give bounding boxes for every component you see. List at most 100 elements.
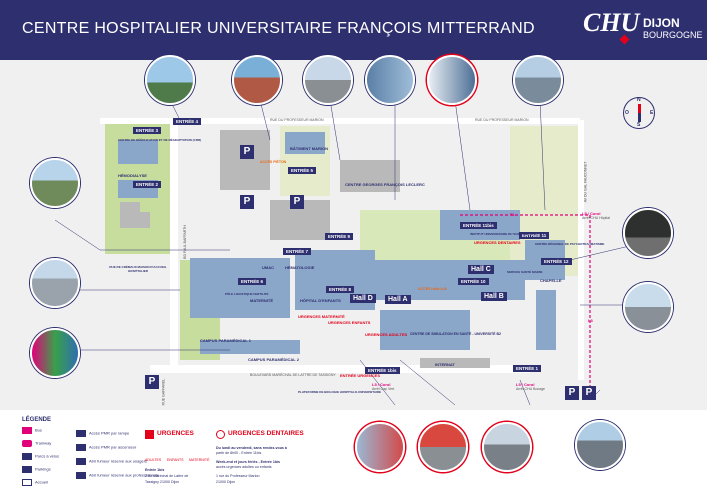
building-west-grey bbox=[120, 202, 150, 228]
legend-accueil: Accueil bbox=[22, 479, 48, 486]
compass: N S E O bbox=[623, 97, 655, 129]
parking-north[interactable]: P bbox=[240, 145, 254, 159]
photo-campus[interactable] bbox=[30, 328, 80, 378]
entrance-7[interactable]: ENTRÉE 7 bbox=[283, 248, 312, 255]
label-marion: BÂTIMENT MARION bbox=[290, 146, 328, 151]
page-title: CENTRE HOSPITALIER UNIVERSITAIRE FRANÇOI… bbox=[22, 20, 535, 37]
entrance-6[interactable]: ENTRÉE 6 bbox=[238, 278, 267, 285]
photo-entree-11bis[interactable] bbox=[427, 55, 477, 105]
hall-d[interactable]: Hall D bbox=[350, 294, 376, 303]
tram-stop[interactable]: T1 bbox=[510, 212, 515, 217]
label-hemodialyse: HÉMODIALYSE bbox=[118, 173, 147, 178]
urgences-maternite[interactable]: URGENCES MATERNITÉ bbox=[298, 314, 345, 319]
legend-bus: Bus bbox=[22, 427, 42, 434]
photo-entree-6[interactable] bbox=[30, 258, 80, 308]
legend-dent-l5: 1 rue du Professeur Marion bbox=[216, 474, 260, 478]
legend-title: LÉGENDE bbox=[22, 417, 52, 423]
road-label-baffarth: BD PAUL BAFFARTH bbox=[182, 225, 187, 259]
urgences-adultes[interactable]: URGENCES ADULTES bbox=[365, 332, 408, 337]
building-east-wing bbox=[536, 290, 556, 350]
legend-urg-addr3: Tassigny 21000 Dijon bbox=[145, 480, 180, 484]
bus-stop-3[interactable]: L5 / Corol bbox=[516, 382, 535, 387]
legend-pmr-ascenseur: Accès PMR par ascenseur bbox=[76, 444, 136, 451]
label-plateforme: PLATEFORME DE BIOLOGIE HOSPITALO-UNIVERS… bbox=[298, 390, 382, 394]
photo-entree-urgences[interactable] bbox=[355, 422, 405, 472]
legend-tram-label: Tramway bbox=[35, 440, 52, 446]
parking-south-west[interactable]: P bbox=[145, 375, 159, 389]
photo-entree-4[interactable] bbox=[145, 55, 195, 105]
label-hemato: HÉMATOLOGIE bbox=[285, 265, 315, 270]
building-internat bbox=[420, 358, 490, 368]
legend-pmr-rampe: Accès PMR par rampe bbox=[76, 430, 129, 437]
entrance-10[interactable]: ENTRÉE 10 bbox=[458, 278, 489, 285]
entrance-8[interactable]: ENTRÉE 8 bbox=[326, 286, 355, 293]
entrance-3[interactable]: ENTRÉE 3 bbox=[133, 127, 162, 134]
entrance-1bis[interactable]: ENTRÉE 1bis bbox=[365, 367, 400, 374]
legend-dentaires-title: URGENCES DENTAIRES bbox=[228, 430, 304, 437]
legend-bike: Parcs à vélos bbox=[22, 453, 59, 460]
bus-icon bbox=[22, 427, 32, 434]
building-parking-north bbox=[220, 130, 270, 190]
legend-urgences-title: URGENCES bbox=[157, 430, 194, 437]
photo-entree-2[interactable] bbox=[30, 158, 80, 208]
photo-entree-10[interactable] bbox=[623, 282, 673, 332]
legend-dent-l2: partir de 8h00 - Entrée 11bis bbox=[216, 451, 262, 455]
label-crr: CENTRE DE RÉÉDUCATION ET DE RÉADAPTATION… bbox=[118, 138, 202, 142]
road-label-marion-1: RUE DU PROFESSEUR MARION bbox=[270, 118, 324, 122]
bus-stop-2-sub: Arrêt Cap Vert bbox=[372, 387, 395, 391]
urgences-dentaires-map[interactable]: URGENCES DENTAIRES bbox=[474, 240, 521, 245]
label-chapelle: CHAPELLE bbox=[540, 278, 562, 283]
legend-urg-addr1: Entrée 1bis bbox=[145, 468, 165, 472]
photo-leclerc[interactable] bbox=[303, 55, 353, 105]
legend-accueil-label: Accueil bbox=[35, 479, 48, 485]
building-leclerc bbox=[340, 160, 400, 192]
hall-c[interactable]: Hall C bbox=[468, 265, 494, 274]
chu-logo: CHU DIJON BOURGOGNE bbox=[583, 8, 703, 52]
legend-bike-label: Parcs à vélos bbox=[35, 453, 60, 459]
parking-north-2[interactable]: P bbox=[240, 195, 254, 209]
parking-east-1[interactable]: P bbox=[565, 386, 579, 400]
entrance-11[interactable]: ENTRÉE 11 bbox=[519, 232, 550, 239]
wheelchair-icon bbox=[76, 430, 86, 437]
photo-entree-11[interactable] bbox=[513, 55, 563, 105]
parking-east-2[interactable]: P bbox=[582, 386, 596, 400]
bus-stop-2[interactable]: L5 / Corol bbox=[372, 382, 391, 387]
campus-map[interactable]: RUE DU PROFESSEUR MARION RUE DU PROFESSE… bbox=[0, 60, 707, 410]
entrance-12[interactable]: ENTRÉE 12 bbox=[541, 258, 572, 265]
legend-pmr-ascenseur-label: Accès PMR par ascenseur bbox=[89, 444, 137, 450]
bus-stop-1[interactable]: L5 / Corol bbox=[582, 211, 601, 216]
compass-n: N bbox=[637, 97, 641, 103]
label-umac: UMAC bbox=[262, 265, 274, 270]
hall-b[interactable]: Hall B bbox=[481, 292, 507, 301]
home-icon bbox=[22, 479, 32, 486]
entrance-9[interactable]: ENTRÉE 9 bbox=[325, 233, 354, 240]
photo-boulevard[interactable] bbox=[482, 422, 532, 472]
road-label-marion-2: RUE DU PROFESSEUR MARION bbox=[475, 118, 529, 122]
entrance-4[interactable]: ENTRÉE 4 bbox=[173, 118, 202, 125]
parking-marion[interactable]: P bbox=[290, 195, 304, 209]
urgences-entree[interactable]: ENTRÉE URGENCES bbox=[340, 373, 381, 378]
road-label-boulevard: BOULEVARD MARÉCHAL DE LATTRE DE TASSIGNY bbox=[250, 373, 336, 377]
bus-stop-3-sub: Arrêt CHU Bocage bbox=[516, 387, 545, 391]
urgences-enfants[interactable]: URGENCES ENFANTS bbox=[328, 320, 371, 325]
entrance-2[interactable]: ENTRÉE 2 bbox=[133, 181, 162, 188]
photo-entree-1bis[interactable] bbox=[418, 422, 468, 472]
entrance-1[interactable]: ENTRÉE 1 bbox=[513, 365, 542, 372]
label-pole: PÔLE LOGISTIQUE FERTILITÉ bbox=[225, 292, 269, 296]
bus-stop-1-sub: Arrêt CHU Hôpital bbox=[582, 216, 611, 220]
hall-a[interactable]: Hall A bbox=[385, 295, 411, 304]
photo-entree-9[interactable] bbox=[365, 55, 415, 105]
photo-entree-5[interactable] bbox=[232, 55, 282, 105]
line-l3[interactable]: L3 bbox=[588, 318, 593, 323]
photo-entree-1[interactable] bbox=[575, 420, 625, 470]
cross-icon bbox=[145, 430, 154, 439]
logo-bourgogne: BOURGOGNE bbox=[643, 30, 703, 40]
entrance-11bis[interactable]: ENTRÉE 11bis bbox=[460, 222, 497, 229]
legend-pmr-rampe-label: Accès PMR par rampe bbox=[89, 430, 130, 436]
smoking-pro-icon bbox=[76, 472, 86, 479]
building-crr bbox=[118, 140, 158, 164]
legend-dent-l3: Week-end et jours fériés - Entrée 1bis bbox=[216, 460, 281, 464]
entrance-5[interactable]: ENTRÉE 5 bbox=[288, 167, 317, 174]
compass-o: O bbox=[625, 110, 629, 116]
photo-entree-12[interactable] bbox=[623, 208, 673, 258]
